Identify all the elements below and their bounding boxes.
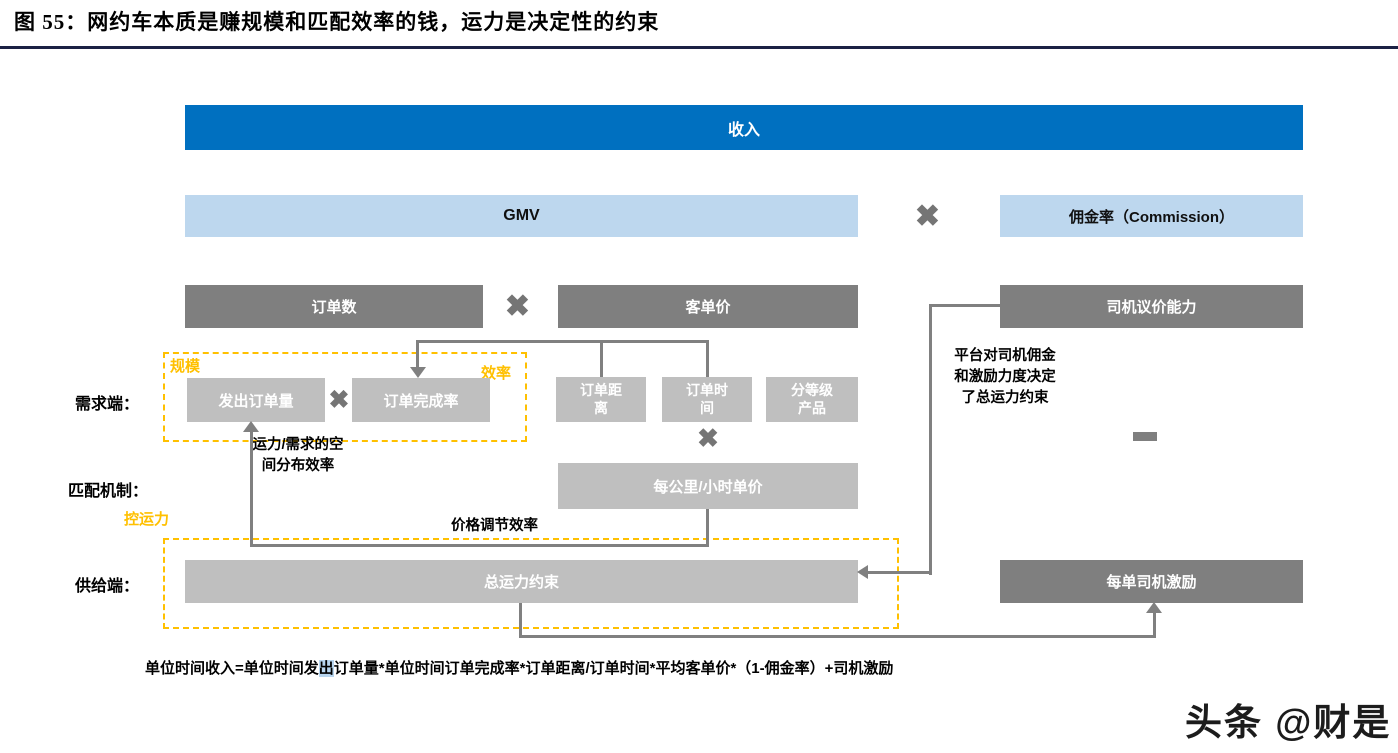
- multiply-icon: ✖: [914, 199, 941, 233]
- connector-line: [250, 432, 253, 547]
- connector-line: [1153, 612, 1156, 638]
- connector-line: [519, 603, 522, 638]
- platform-incentive-note: 平台对司机佣金 和激励力度决定 了总运力约束: [954, 348, 1056, 407]
- watermark: 头条 @财是: [1185, 702, 1392, 743]
- driver-bargaining-bar: 司机议价能力: [1000, 285, 1303, 328]
- minus-icon: [1133, 432, 1157, 441]
- order-distance-box: 订单距 离: [556, 377, 646, 422]
- order-completion-rate-bar: 订单完成率: [352, 378, 490, 422]
- demand-side-label: 需求端：: [75, 396, 140, 413]
- efficiency-label: 效率: [481, 365, 512, 382]
- tiered-products-box: 分等级 产品: [766, 377, 858, 422]
- revenue-bar: 收入: [185, 105, 1303, 150]
- connector-line: [600, 340, 603, 377]
- spatial-efficiency-note: 运力/需求的空 间分布效率: [252, 437, 344, 475]
- connector-line: [929, 304, 1000, 307]
- gmv-bar: GMV: [185, 195, 858, 237]
- multiply-icon: ✖: [328, 386, 350, 414]
- connector-line: [250, 544, 709, 547]
- total-capacity-constraint-bar: 总运力约束: [185, 560, 858, 603]
- title-underline: [0, 46, 1398, 49]
- driver-incentive-bar: 每单司机激励: [1000, 560, 1303, 603]
- formula-highlighted-char: 出: [318, 660, 334, 677]
- multiply-icon: ✖: [504, 290, 531, 323]
- connector-line: [866, 571, 932, 574]
- price-adjustment-note: 价格调节效率: [451, 518, 538, 534]
- scale-efficiency-dashed-box: [163, 352, 527, 442]
- matching-mechanism-label: 匹配机制：: [68, 483, 149, 500]
- connector-line: [706, 509, 709, 547]
- revenue-formula: 单位时间收入=单位时间发出订单量*单位时间订单完成率*订单距离/订单时间*平均客…: [145, 657, 893, 678]
- connector-line: [519, 635, 1156, 638]
- arrow-down-icon: [410, 367, 426, 378]
- arrow-up-icon: [243, 421, 259, 432]
- scale-label: 规模: [170, 358, 201, 375]
- order-count-bar: 订单数: [185, 285, 483, 328]
- unit-price-bar: 每公里/小时单价: [558, 463, 858, 509]
- issued-order-volume-bar: 发出订单量: [187, 378, 325, 422]
- arrow-up-icon: [1146, 602, 1162, 613]
- arrow-left-icon: [857, 565, 868, 579]
- control-capacity-label: 控运力: [124, 511, 170, 528]
- supply-side-label: 供给端：: [75, 578, 140, 595]
- commission-rate-bar: 佣金率（Commission）: [1000, 195, 1303, 237]
- control-capacity-dashed-box: [163, 538, 899, 629]
- formula-suffix: 订单量*单位时间订单完成率*订单距离/订单时间*平均客单价*（1-佣金率）+司机…: [333, 660, 894, 677]
- figure-title: 图 55：网约车本质是赚规模和匹配效率的钱，运力是决定性的约束: [14, 10, 660, 34]
- multiply-icon: ✖: [697, 422, 719, 453]
- connector-line: [706, 340, 709, 377]
- order-time-box: 订单时 间: [662, 377, 752, 422]
- connector-line: [416, 340, 419, 368]
- formula-prefix: 单位时间收入=单位时间发: [145, 660, 319, 677]
- avg-order-value-bar: 客单价: [558, 285, 858, 328]
- connector-line: [416, 340, 709, 343]
- connector-line: [929, 304, 932, 575]
